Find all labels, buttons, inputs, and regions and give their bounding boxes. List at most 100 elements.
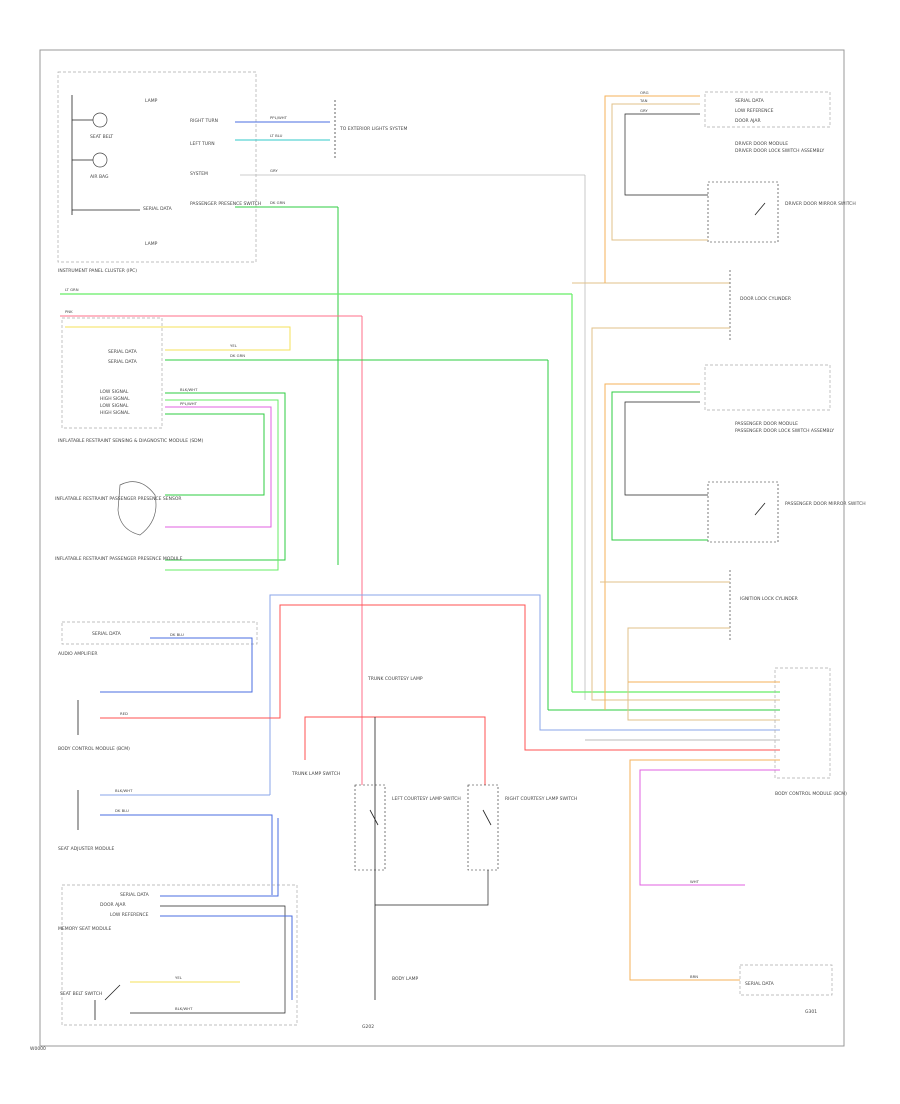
sdm-serial1-label: SERIAL DATA <box>108 349 138 355</box>
lock-cyl-b: IGNITION LOCK CYLINDER <box>729 570 798 640</box>
wire-pps-high2 <box>165 413 265 496</box>
pps-module-label: INFLATABLE RESTRAINT PASSENGER PRESENCE … <box>55 556 183 562</box>
wire-pps-high <box>165 399 279 571</box>
wire-bcm-orange <box>629 759 780 981</box>
ipc-lamp-1 <box>92 112 108 128</box>
wire-cyl-a-tan <box>591 327 780 701</box>
ipc-left-label: LEFT TURN <box>190 141 215 147</box>
to-exterior-label: TO EXTERIOR LIGHTS SYSTEM <box>339 126 408 132</box>
bcm-left-title: BODY CONTROL MODULE (BCM) <box>58 746 130 752</box>
pps-sensor-shape <box>117 481 157 536</box>
door-module-b-label: IGNITION LOCK CYLINDER <box>740 596 798 602</box>
wire-label-yel-1: YEL <box>230 343 238 348</box>
bcm-right-title: BODY CONTROL MODULE (BCM) <box>775 791 847 797</box>
wire-lt-blue-bus <box>269 594 780 795</box>
pass-mirror-label: PASSENGER DOOR MIRROR SWITCH <box>785 501 866 507</box>
wire-label-pnk-1: PNK <box>65 309 73 314</box>
sdm-box <box>61 317 163 429</box>
pass-door-sub: PASSENGER DOOR LOCK SWITCH ASSEMBLY <box>735 428 834 434</box>
mem-ref-label: LOW REFERENCE <box>110 912 149 918</box>
audio-serial-label: SERIAL DATA <box>92 631 122 637</box>
wire-courtesy-join <box>375 870 489 906</box>
pps-sensor-label: INFLATABLE RESTRAINT PASSENGER PRESENCE … <box>55 496 182 502</box>
wire-label-brn-1: BRN <box>690 974 698 979</box>
frame-tag: W0000 <box>30 1046 46 1052</box>
wire-pps-low <box>165 392 286 561</box>
passenger-door-box <box>704 364 831 411</box>
wire-drv-orange <box>604 95 700 283</box>
wire-mem-ref <box>160 915 293 1000</box>
memory-seat-box <box>61 884 298 1026</box>
drv-mirror-label: DRIVER DOOR MIRROR SWITCH <box>785 201 856 207</box>
bcm-left: BODY CONTROL MODULE (BCM) <box>58 700 130 830</box>
ipc-pass-label: PASSENGER PRESENCE SWITCH <box>190 201 261 207</box>
bcm-serial-label: SERIAL DATA <box>745 981 775 987</box>
g301-label: G301 <box>805 1009 817 1015</box>
sdm-title: INFLATABLE RESTRAINT SENSING & DIAGNOSTI… <box>58 438 204 444</box>
pass-door-title: PASSENGER DOOR MODULE <box>735 421 798 427</box>
ipc-sys-label: SYSTEM <box>190 171 208 177</box>
cust-trunk-title: TRUNK COURTESY LAMP <box>367 676 423 682</box>
bcm-right-box <box>774 667 831 779</box>
wire-cyl-b-tan <box>627 627 780 721</box>
diagram-frame <box>39 49 845 1047</box>
courtesy-block: TRUNK COURTESY LAMP TRUNK LAMP SWITCH LE… <box>291 676 577 1030</box>
left-courtesy-switch-box <box>354 784 386 871</box>
sdm-low-label: LOW SIGNAL <box>100 389 129 395</box>
wire-label-yel-2: YEL <box>175 975 183 980</box>
sdm-high2-label: HIGH SIGNAL <box>100 410 130 416</box>
body-lamp-label: BODY LAMP <box>392 976 419 982</box>
sdm-high-label: HIGH SIGNAL <box>100 396 130 402</box>
audio-amp: SERIAL DATA AUDIO AMPLIFIER <box>58 621 258 657</box>
ipc-box <box>57 71 257 263</box>
wire-bcm-magenta <box>639 769 780 886</box>
wire-yellow <box>65 326 291 351</box>
pass-mirror-contact <box>754 502 766 516</box>
wire-seat-blue <box>100 814 273 895</box>
bcm-serial-box <box>739 964 833 996</box>
ipc-lamp-2 <box>92 152 108 168</box>
mem-serial-label: SERIAL DATA <box>120 892 150 898</box>
memory-seat-module: SERIAL DATA DOOR AJAR LOW REFERENCE MEMO… <box>58 884 298 1026</box>
seat-switch-label: SEAT BELT SWITCH <box>60 991 102 997</box>
ipc-title: INSTRUMENT PANEL CLUSTER (IPC) <box>58 268 137 274</box>
ipc-air-label: AIR BAG <box>90 174 109 180</box>
wire-label-lt-grn-1: LT GRN <box>65 287 79 292</box>
audio-title: AUDIO AMPLIFIER <box>58 651 98 657</box>
right-courtesy-switch-box <box>467 784 499 871</box>
sdm-serial2-label: SERIAL DATA <box>108 359 138 365</box>
bcm-right: BODY CONTROL MODULE (BCM) <box>774 667 847 797</box>
g202-label: G202 <box>362 1024 374 1030</box>
drv-mirror-box <box>707 181 779 243</box>
sdm-block: SERIAL DATA SERIAL DATA LOW SIGNAL HIGH … <box>58 317 204 444</box>
wire-label-gry-2: GRY <box>640 108 648 113</box>
ipc-serial-label: SERIAL DATA <box>143 206 173 212</box>
ipc-lamp2-label: LAMP <box>145 241 158 247</box>
wire-label-ppl-wht-2: PPL/WHT <box>180 401 198 406</box>
cust-rtr-label: RIGHT COURTESY LAMP SWITCH <box>505 796 577 802</box>
wire-drv-gray <box>624 113 708 196</box>
wire-pass-orange <box>604 383 700 710</box>
wire-pass-gray <box>624 401 708 496</box>
wire-label-org-1: ORG <box>640 90 649 95</box>
wire-label-wht-1: WHT <box>690 879 700 884</box>
drv-door-title: DRIVER DOOR MODULE <box>735 141 788 147</box>
wire-label-dk-blu-1: DK BLU <box>170 632 184 637</box>
wire-label-tan-1: TAN <box>639 98 648 103</box>
wire-label-dk-grn-1: DK GRN <box>270 200 285 205</box>
wire-label-blk-wht-1: BLK/WHT <box>180 387 198 392</box>
seat-switch-contact <box>104 984 121 1001</box>
wire-red-bus <box>100 604 780 751</box>
wire-label-lt-blu-1: LT BLU <box>270 133 283 138</box>
sdm-low2-label: LOW SIGNAL <box>100 403 129 409</box>
ipc-belt-label: SEAT BELT <box>90 134 113 140</box>
wire-drv-tan <box>611 103 708 241</box>
wire-label-blk-wht-3: BLK/WHT <box>175 1006 193 1011</box>
wire-label-blk-wht-2: BLK/WHT <box>115 788 133 793</box>
wire-label-ppl-wht: PPL/WHT <box>270 115 288 120</box>
pass-mirror-box <box>707 481 779 543</box>
right-courtesy-contact <box>482 809 492 826</box>
pps-sensor: INFLATABLE RESTRAINT PASSENGER PRESENCE … <box>55 481 183 562</box>
